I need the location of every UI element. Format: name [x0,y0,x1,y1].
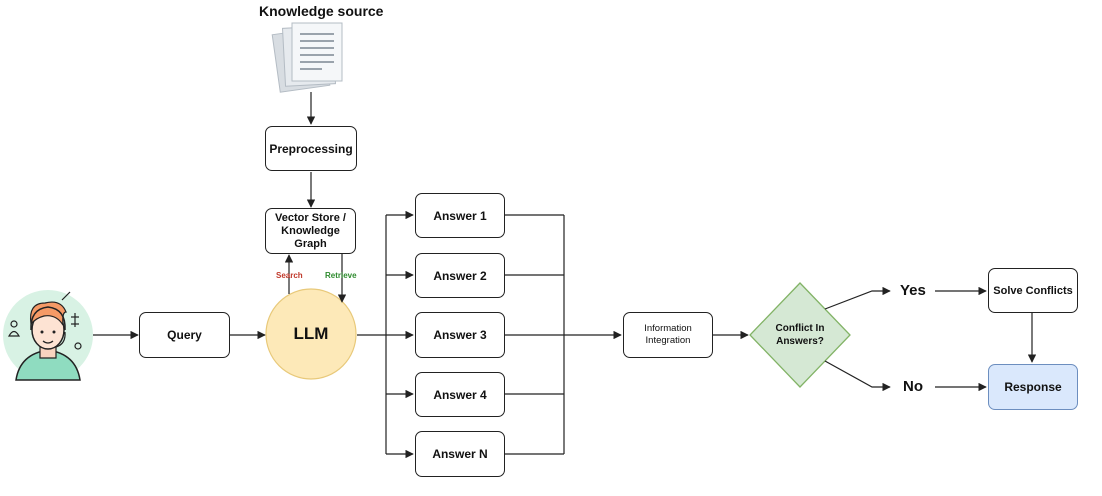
edges [93,92,1037,459]
preprocessing-node: Preprocessing [265,126,357,171]
answer-2-node: Answer 2 [415,253,505,298]
answer-1-node: Answer 1 [415,193,505,238]
no-label: No [903,378,923,395]
knowledge-source-title: Knowledge source [259,3,384,19]
response-node: Response [988,364,1078,410]
user-avatar-icon [3,290,93,381]
query-node: Query [139,312,230,358]
information-integration-node: Information Integration [623,312,713,358]
retrieve-edge-label: Retrieve [325,271,357,280]
llm-node-shape [265,288,357,380]
yes-label: Yes [900,282,926,299]
search-edge-label: Search [276,271,303,280]
vector-store-node: Vector Store / Knowledge Graph [265,208,356,254]
document-stack-icon [271,22,343,93]
llm-node-label: LLM [293,324,329,343]
decision-node-label: Conflict In Answers? [775,323,825,347]
solve-conflicts-node: Solve Conflicts [988,268,1078,313]
answer-4-node: Answer 4 [415,372,505,417]
answer-n-node: Answer N [415,431,505,477]
answer-3-node: Answer 3 [415,312,505,358]
